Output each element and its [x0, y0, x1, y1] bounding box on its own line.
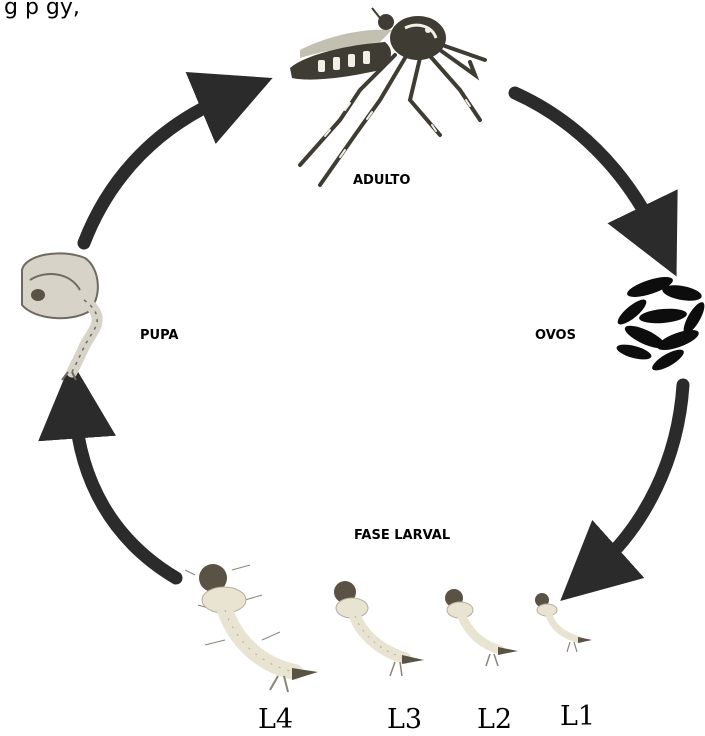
larval-phase-label: FASE LARVAL — [354, 528, 450, 543]
arrow-eggs-to-larvae — [597, 385, 683, 568]
pupa-icon — [22, 253, 98, 380]
mosquito-icon — [290, 8, 485, 185]
larva-label-l2: L2 — [477, 704, 512, 735]
eggs-icon — [614, 273, 705, 374]
larva-icon — [185, 564, 318, 692]
arrow-adult-to-eggs — [515, 93, 655, 232]
adult-label: ADULTO — [353, 173, 410, 188]
pupa-label: PUPA — [140, 328, 178, 343]
arrow-pupa-to-adult — [84, 97, 227, 243]
eggs-label: OVOS — [535, 328, 576, 343]
caption-text: g p gy, — [4, 0, 80, 20]
larva-icon — [334, 581, 424, 676]
larva-label-l4: L4 — [258, 704, 293, 735]
larva-icon — [535, 593, 592, 652]
larva-icon — [445, 589, 518, 666]
larva-label-l3: L3 — [387, 704, 422, 735]
arrow-larvae-to-pupa — [75, 410, 176, 578]
larva-label-l1: L1 — [560, 701, 595, 732]
